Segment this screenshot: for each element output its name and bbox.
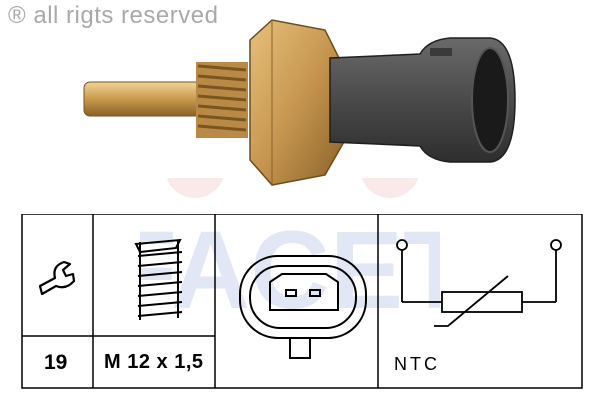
ntc-thermistor-icon bbox=[396, 239, 562, 327]
registered-icon: ® bbox=[8, 2, 27, 29]
sensor-connector bbox=[329, 37, 516, 163]
sensor-thread bbox=[196, 62, 248, 138]
spec-table: 19 M 12 x 1,5 NTC bbox=[0, 213, 600, 394]
copyright-watermark: ® all rigts reserved bbox=[8, 2, 218, 30]
sensor-probe bbox=[83, 81, 205, 117]
wrench-size-value: 19 bbox=[44, 351, 68, 374]
thread-icon bbox=[134, 238, 183, 320]
connector-plug-icon bbox=[239, 255, 367, 359]
copyright-text: all rigts reserved bbox=[33, 2, 219, 29]
product-photo bbox=[83, 19, 516, 186]
wrench-icon bbox=[38, 260, 76, 296]
thread-size-value: M 12 x 1,5 bbox=[104, 351, 204, 373]
ntc-label: NTC bbox=[394, 354, 440, 374]
spec-table-grid bbox=[21, 213, 583, 389]
